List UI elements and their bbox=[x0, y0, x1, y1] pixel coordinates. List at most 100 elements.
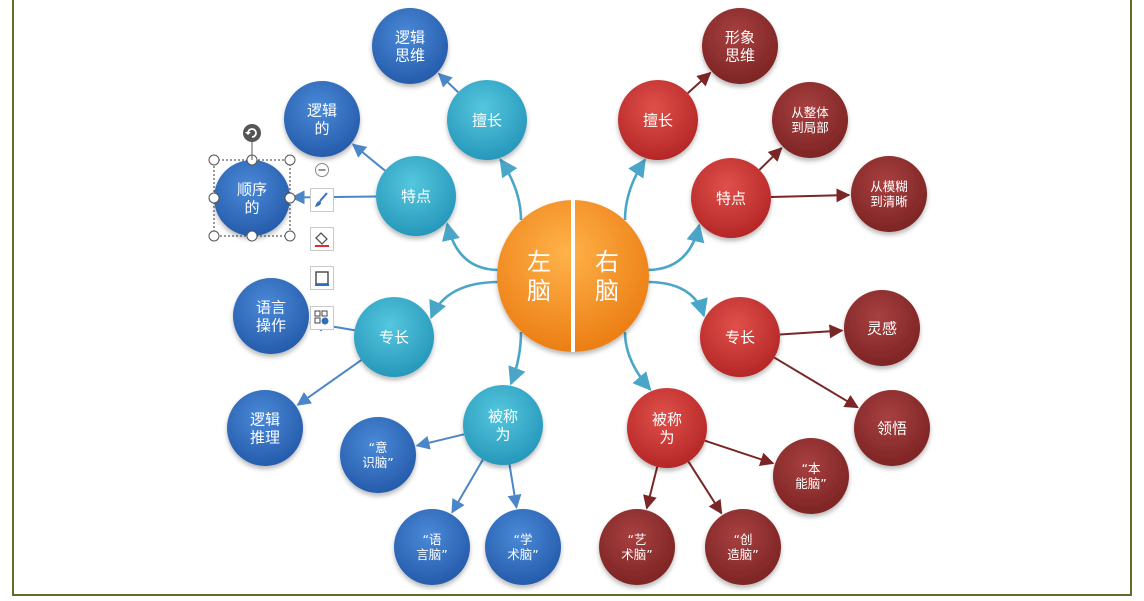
right-art-brain-node[interactable]: “艺术脑” bbox=[599, 509, 675, 585]
left-logical-node-line-1: 逻辑 bbox=[307, 101, 337, 119]
left-specialty-to-logical-reasoning-edge bbox=[296, 359, 362, 406]
left-conscious-brain-node[interactable]: “意识脑” bbox=[340, 417, 416, 493]
left-language-brain-node-line-1: “语 bbox=[423, 532, 442, 547]
resize-handle-8[interactable] bbox=[284, 230, 296, 242]
right-features-node[interactable]: 特点 bbox=[691, 158, 771, 238]
right-specialty-node[interactable]: 专长 bbox=[700, 297, 780, 377]
collapse-minus-icon bbox=[314, 162, 330, 178]
left-language-operation-node-circle bbox=[233, 278, 309, 354]
right-instinct-brain-node[interactable]: “本能脑” bbox=[773, 438, 849, 514]
left-logic-thinking-node-line-2: 思维 bbox=[395, 46, 425, 64]
left-academic-brain-node-circle bbox=[485, 509, 561, 585]
left-logical-reasoning-node-circle bbox=[227, 390, 303, 466]
left-good-at-node-line-1: 擅长 bbox=[472, 111, 502, 129]
right-called-to-art-brain-edge bbox=[643, 466, 659, 510]
right-whole-to-part-node-line-1: 从整体 bbox=[791, 105, 829, 120]
brush-icon bbox=[313, 191, 331, 209]
right-brain-label-line-1: 右 bbox=[595, 248, 619, 276]
right-called-to-instinct-brain-edge bbox=[704, 439, 775, 467]
fill-bucket-tool-button[interactable] bbox=[310, 227, 334, 251]
right-image-thinking-node-line-1: 形象 bbox=[725, 28, 755, 46]
left-called-node-line-2: 为 bbox=[495, 425, 510, 443]
left-language-brain-node-line-2: 言脑” bbox=[416, 547, 447, 562]
right-inspiration-node[interactable]: 灵感 bbox=[844, 290, 920, 366]
left-academic-brain-node[interactable]: “学术脑” bbox=[485, 509, 561, 585]
resize-handle-7[interactable] bbox=[246, 230, 258, 242]
left-logical-node[interactable]: 逻辑的 bbox=[284, 81, 360, 157]
border-tool-button[interactable] bbox=[310, 266, 334, 290]
resize-handle-5[interactable] bbox=[284, 192, 296, 204]
left-logic-thinking-node-line-1: 逻辑 bbox=[395, 28, 425, 46]
left-features-node-circle bbox=[376, 156, 456, 236]
fill-bucket-icon bbox=[313, 230, 331, 248]
right-specialty-connector bbox=[646, 280, 708, 318]
left-called-to-language-brain-edge bbox=[451, 459, 484, 514]
right-comprehension-node-line-1: 领悟 bbox=[877, 419, 907, 437]
right-creative-brain-node[interactable]: “创造脑” bbox=[705, 509, 781, 585]
right-instinct-brain-node-circle bbox=[773, 438, 849, 514]
right-specialty-node-line-1: 专长 bbox=[725, 328, 755, 346]
resize-handle-3[interactable] bbox=[284, 154, 296, 166]
right-good-at-to-image-thinking-edge bbox=[687, 71, 712, 94]
right-features-to-vague-to-clear-edge bbox=[770, 188, 851, 203]
left-good-at-to-logic-thinking-edge bbox=[437, 72, 459, 94]
right-comprehension-node-circle bbox=[854, 390, 930, 466]
left-called-node[interactable]: 被称为 bbox=[463, 385, 543, 465]
layout-icon bbox=[313, 309, 331, 327]
right-called-node-line-1: 被称 bbox=[652, 410, 682, 428]
left-sequential-node[interactable]: 顺序的 bbox=[214, 160, 290, 236]
right-features-node-circle bbox=[691, 158, 771, 238]
left-academic-brain-node-line-2: 术脑” bbox=[507, 547, 538, 562]
right-features-node-line-1: 特点 bbox=[716, 189, 746, 207]
right-features-connector bbox=[646, 223, 705, 272]
resize-handle-4[interactable] bbox=[208, 192, 220, 204]
right-good-at-node[interactable]: 擅长 bbox=[618, 80, 698, 160]
right-instinct-brain-node-line-2: 能脑” bbox=[795, 476, 826, 491]
right-specialty-to-inspiration-edge bbox=[779, 324, 844, 339]
right-art-brain-node-line-2: 术脑” bbox=[621, 547, 652, 562]
left-sequential-node-line-2: 的 bbox=[244, 198, 259, 216]
layout-tool-button[interactable] bbox=[310, 306, 334, 330]
right-whole-to-part-node-line-2: 到局部 bbox=[791, 120, 829, 135]
left-brain-label-line-2: 脑 bbox=[527, 277, 551, 305]
left-called-to-conscious-brain-edge bbox=[415, 433, 465, 450]
right-good-at-connector bbox=[623, 158, 646, 221]
right-creative-brain-node-circle bbox=[705, 509, 781, 585]
left-specialty-node[interactable]: 专长 bbox=[354, 297, 434, 377]
right-creative-brain-node-line-2: 造脑” bbox=[727, 547, 758, 562]
resize-handle-6[interactable] bbox=[208, 230, 220, 242]
right-art-brain-node-line-1: “艺 bbox=[628, 532, 647, 547]
left-language-brain-node[interactable]: “语言脑” bbox=[394, 509, 470, 585]
left-called-node-line-1: 被称 bbox=[488, 407, 518, 425]
right-brain-label-line-2: 脑 bbox=[595, 277, 619, 305]
left-logical-node-line-2: 的 bbox=[314, 119, 329, 137]
right-called-node[interactable]: 被称为 bbox=[627, 388, 707, 468]
right-called-node-circle bbox=[627, 388, 707, 468]
right-image-thinking-node-circle bbox=[702, 8, 778, 84]
left-good-at-connector bbox=[499, 158, 523, 221]
left-features-connector bbox=[441, 222, 500, 272]
left-conscious-brain-node-line-1: “意 bbox=[369, 440, 388, 455]
right-specialty-to-comprehension-edge bbox=[773, 356, 859, 409]
collapse-minus-tool-button[interactable] bbox=[310, 158, 334, 182]
left-features-node-line-1: 特点 bbox=[401, 187, 431, 205]
left-logical-node-circle bbox=[284, 81, 360, 157]
right-inspiration-node-circle bbox=[844, 290, 920, 366]
rotate-handle-icon[interactable] bbox=[243, 124, 261, 142]
right-instinct-brain-node-line-1: “本 bbox=[802, 461, 821, 476]
left-good-at-node[interactable]: 擅长 bbox=[447, 80, 527, 160]
right-image-thinking-node-line-2: 思维 bbox=[725, 46, 755, 64]
left-sequential-node-circle bbox=[214, 160, 290, 236]
brush-tool-button[interactable] bbox=[310, 188, 334, 212]
resize-handle-1[interactable] bbox=[208, 154, 220, 166]
right-comprehension-node[interactable]: 领悟 bbox=[854, 390, 930, 466]
left-features-node[interactable]: 特点 bbox=[376, 156, 456, 236]
